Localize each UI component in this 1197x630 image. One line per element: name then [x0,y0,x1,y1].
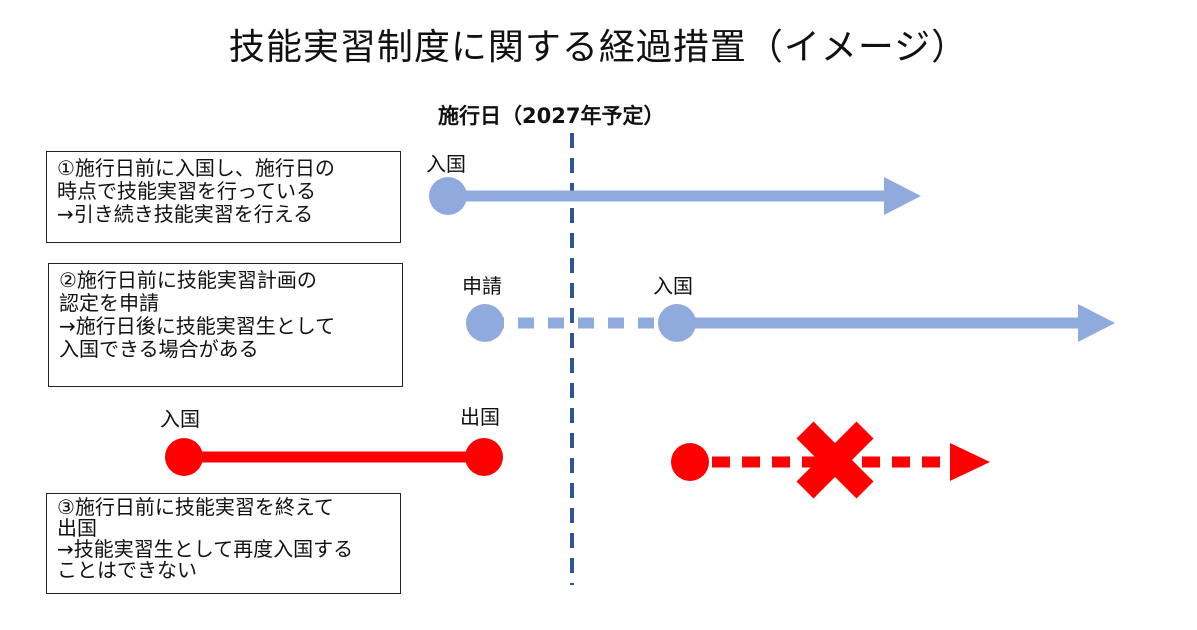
case2-description-box: ②施行日前に技能実習計画の 認定を申請 →施行日後に技能実習生として 入国できる… [48,263,403,387]
case3-line: 出国 [57,516,97,540]
case3-exit-point [465,438,503,476]
case3-entry-label: 入国 [160,407,200,431]
case3-timeline [165,421,990,499]
case1-line: ①施行日前に入国し、施行日の [57,156,335,180]
case1-line: →引き続き技能実習を行える [57,202,314,226]
case1-description-box: ①施行日前に入国し、施行日の 時点で技能実習を行っている →引き続き技能実習を行… [46,151,401,243]
case2-line: →施行日後に技能実習生として [59,314,336,338]
case1-entry-label: 入国 [426,152,466,176]
case2-line: 入国できる場合がある [59,337,259,361]
case3-reentry-point [671,443,709,481]
case2-apply-label: 申請 [462,274,502,298]
case1-entry-point [429,177,467,215]
case2-arrow-head [1078,304,1115,342]
case2-apply-point [466,304,504,342]
case2-line: ②施行日前に技能実習計画の [59,268,317,292]
case2-line: 認定を申請 [59,291,159,315]
case2-entry-label: 入国 [653,274,693,298]
case1-line: 時点で技能実習を行っている [57,179,316,203]
case2-entry-point [658,304,696,342]
case1-arrow-head [884,177,921,215]
case3-line: ③施行日前に技能実習を終えて [57,495,334,519]
case1-timeline [429,177,921,215]
case3-exit-label: 出国 [460,405,500,429]
case3-description-box: ③施行日前に技能実習を終えて 出国 →技能実習生として再度入国する ことはできな… [46,493,401,594]
diagram-title: 技能実習制度に関する経過措置（イメージ） [228,27,969,68]
case3-line: ことはできない [57,558,197,582]
cross-mark-icon [796,421,874,499]
case3-entry-point [165,438,203,476]
enforcement-date-label: 施行日（2027年予定） [438,104,665,128]
case2-timeline [466,304,1115,342]
case3-reentry-arrow-head [950,443,990,481]
case3-line: →技能実習生として再度入国する [57,537,354,561]
